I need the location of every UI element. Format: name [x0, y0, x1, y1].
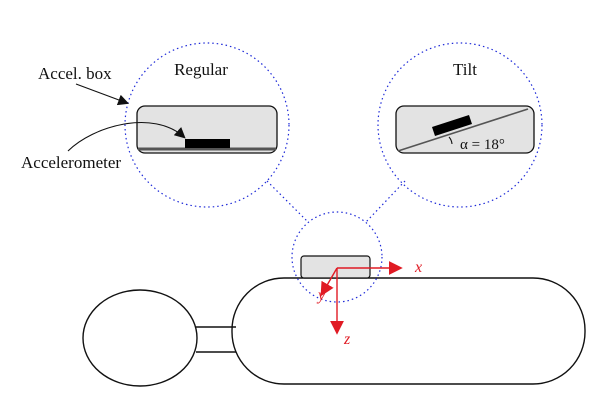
small-zoom-area	[291, 211, 383, 303]
y-axis-label: y	[316, 287, 326, 304]
left-connector-line	[266, 180, 309, 223]
small-zoom-circle	[291, 211, 383, 303]
tilt-label: Tilt	[453, 60, 477, 79]
body-outline	[82, 277, 586, 387]
regular-view: Regular	[124, 42, 290, 208]
angle-label: α = 18°	[460, 137, 505, 153]
tilt-zoom-circle	[377, 42, 543, 208]
right-connector-line	[365, 180, 406, 223]
regular-accel-box	[136, 105, 278, 154]
head-shape	[82, 289, 198, 387]
accelerometer-pointer	[67, 122, 186, 152]
angle-arc	[448, 136, 453, 145]
x-axis-label: x	[414, 259, 422, 276]
coordinate-axes: x y z	[316, 259, 422, 348]
regular-label: Regular	[174, 60, 228, 79]
z-axis-label: z	[343, 331, 351, 348]
annotations: Accel. box Accelerometer	[21, 64, 186, 172]
tilt-view: Tilt α = 18°	[377, 42, 543, 208]
regular-zoom-circle	[124, 42, 290, 208]
accelerometer-label: Accelerometer	[21, 153, 121, 172]
zoom-connectors	[266, 180, 406, 223]
accel-box-on-back	[300, 255, 371, 279]
torso-shape	[231, 277, 586, 385]
y-axis-arrow	[320, 267, 338, 297]
tilt-base-line	[397, 108, 529, 152]
accel-box-label: Accel. box	[38, 64, 112, 83]
accel-box-pointer	[75, 83, 130, 106]
regular-sensor	[185, 139, 230, 148]
tilt-sensor	[432, 115, 472, 136]
